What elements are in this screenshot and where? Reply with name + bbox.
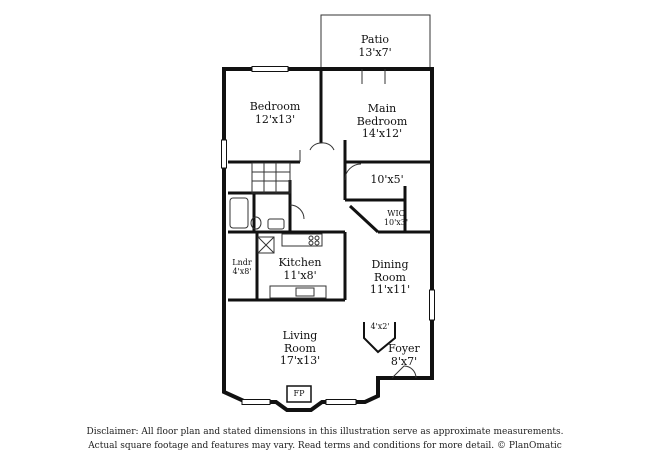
room-name: FP bbox=[293, 389, 305, 398]
room-dimensions: 14'x12' bbox=[361, 127, 403, 141]
room-name: Living Room bbox=[282, 329, 318, 355]
room-dimensions: 8'x7' bbox=[390, 354, 418, 368]
bedroom-label: Bedroom 12'x13' bbox=[240, 100, 310, 126]
room-dimensions: 10'x3' bbox=[383, 218, 409, 228]
kitchen-label: Kitchen 11'x8' bbox=[270, 256, 330, 282]
room-dimensions: 4'x8' bbox=[232, 267, 252, 277]
interior-walls bbox=[228, 69, 432, 302]
room-dimensions: 11'x11' bbox=[369, 283, 411, 297]
room-dimensions: 11'x8' bbox=[283, 268, 317, 282]
room-dimensions: 10'x5' bbox=[370, 173, 404, 186]
room-name: Foyer bbox=[388, 342, 420, 355]
room-name: Lndr bbox=[232, 258, 252, 267]
room-dimensions: 12'x13' bbox=[254, 112, 296, 126]
room-dimensions: 4'x2' bbox=[370, 322, 390, 331]
disclaimer-line-2: Actual square footage and features may v… bbox=[88, 441, 562, 451]
room-dimensions: 17'x13' bbox=[279, 354, 321, 368]
stairs bbox=[251, 162, 291, 194]
room-name: Dining Room bbox=[371, 258, 409, 284]
living-room-label: Living Room 17'x13' bbox=[270, 329, 330, 368]
disclaimer-line-1: Disclaimer: All floor plan and stated di… bbox=[86, 427, 564, 437]
dining-label: Dining Room 11'x11' bbox=[362, 258, 418, 297]
laundry-label: Lndr 4'x8' bbox=[228, 258, 256, 276]
coat-closet bbox=[363, 322, 396, 354]
room-name: WIC bbox=[387, 209, 405, 218]
room-name: Main Bedroom bbox=[356, 102, 408, 128]
room-name: Patio bbox=[360, 33, 390, 46]
windows bbox=[221, 66, 435, 405]
room-name: Bedroom bbox=[249, 100, 301, 113]
main-bedroom-label: Main Bedroom 14'x12' bbox=[352, 102, 412, 141]
fireplace-label: FP bbox=[287, 389, 311, 398]
foyer-label: Foyer 8'x7' bbox=[384, 342, 424, 368]
patio-label: Patio 13'x7' bbox=[350, 33, 400, 59]
wic-label: WIC 10'x3' bbox=[378, 209, 414, 227]
coat-closet-label: 4'x2' bbox=[366, 322, 394, 331]
kitchen-fixtures bbox=[257, 233, 327, 299]
fireplace bbox=[286, 385, 312, 403]
doors bbox=[289, 69, 417, 379]
bathroom-fixtures bbox=[229, 197, 285, 230]
closet-label: 10'x5' bbox=[362, 173, 412, 187]
room-dimensions: 13'x7' bbox=[358, 45, 392, 59]
room-name: Kitchen bbox=[278, 256, 322, 269]
